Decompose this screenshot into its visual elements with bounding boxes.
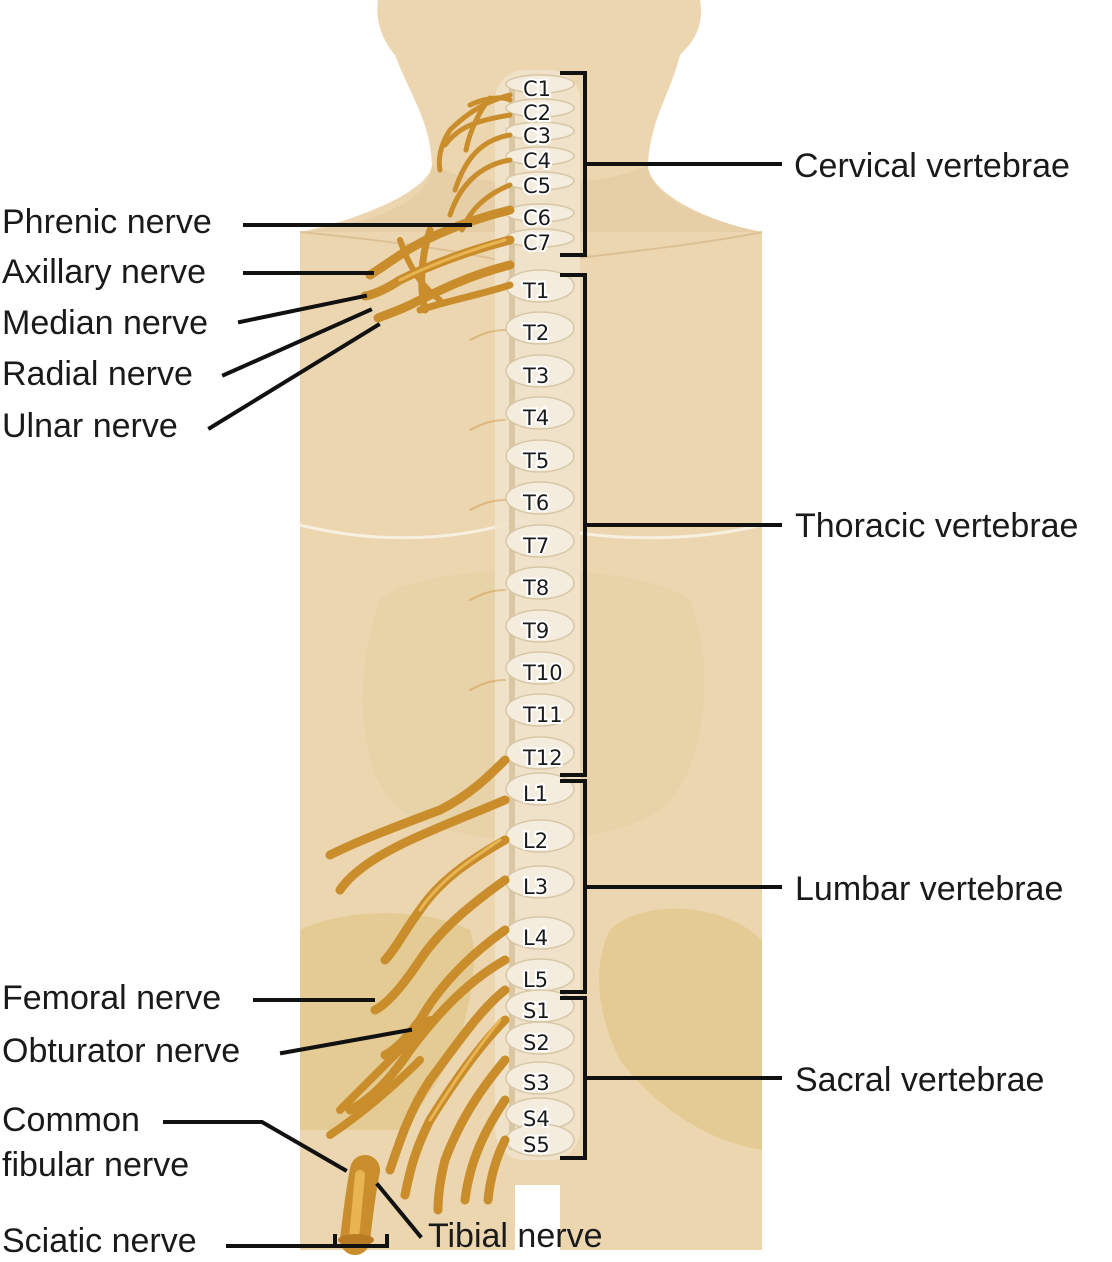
radial-label: Radial nerve (2, 355, 193, 393)
sacral-label: Sacral vertebrae (795, 1061, 1044, 1099)
vertebra-label-t4: T4 (522, 406, 549, 430)
vertebra-c3-shape (505, 121, 575, 141)
intercostal-nerves (469, 329, 506, 691)
vertebra-c5-shape (505, 171, 575, 191)
vertebra-s2-shape (505, 1021, 575, 1055)
sacral-plexus (326, 985, 510, 1215)
vertebra-label-t2: T2 (522, 321, 549, 345)
common-fibular-leader (163, 1120, 348, 1173)
vertebra-t9-shape (505, 609, 575, 643)
vertebra-label-c7: C7 (523, 231, 551, 255)
vertebra-label-s4: S4 (523, 1107, 550, 1131)
vertebra-c2-shape (505, 98, 575, 118)
vertebra-label-s3: S3 (523, 1071, 550, 1095)
vertebra-label-s5: S5 (523, 1133, 550, 1157)
axillary-label: Axillary nerve (2, 253, 206, 291)
cervical-plexus (436, 92, 513, 233)
nerve-network (325, 92, 515, 1255)
vertebra-t12-shape (505, 736, 575, 770)
femoral-label: Femoral nerve (2, 979, 221, 1017)
median-label: Median nerve (2, 304, 208, 342)
vertebra-label-c6: C6 (523, 206, 551, 230)
vertebra-discs (505, 74, 575, 1157)
vertebra-c1-shape (505, 74, 575, 94)
vertebra-label-l1: L1 (523, 782, 548, 806)
vertebra-label-l4: L4 (523, 926, 548, 950)
region-labels: Cervical vertebrae Thoracic vertebrae Lu… (794, 147, 1078, 1099)
vertebra-label-c5: C5 (523, 174, 551, 198)
sciatic-trunk (338, 1155, 380, 1255)
cervical-label: Cervical vertebrae (794, 147, 1070, 185)
vertebra-labels: C1C2C3C4C5C6C7T1T2T3T4T5T6T7T8T9T10T11T1… (520, 75, 565, 1159)
vertebra-label-l2: L2 (523, 829, 548, 853)
vertebra-t8-shape (505, 566, 575, 600)
vertebra-label-t10: T10 (522, 661, 563, 685)
vertebra-label-t9: T9 (522, 619, 549, 643)
nerve-labels: Phrenic nerve Axillary nerve Median nerv… (2, 203, 602, 1260)
vertebra-label-c2: C2 (523, 101, 551, 125)
spinal-column (495, 70, 580, 1160)
vertebra-t10-shape (505, 651, 575, 685)
obturator-label: Obturator nerve (2, 1032, 240, 1070)
vertebra-label-l5: L5 (523, 968, 548, 992)
vertebra-label-t11: T11 (522, 703, 563, 727)
vertebra-label-c4: C4 (523, 149, 551, 173)
vertebra-label-c3: C3 (523, 124, 551, 148)
brachial-plexus (360, 205, 515, 323)
median-leader (237, 293, 368, 325)
vertebra-label-s1: S1 (523, 999, 550, 1023)
vertebra-s3-shape (505, 1061, 575, 1095)
vertebra-label-s2: S2 (523, 1031, 550, 1055)
thoracic-label: Thoracic vertebrae (795, 507, 1078, 545)
vertebra-t3-shape (505, 354, 575, 388)
sciatic-cut-end (338, 1234, 374, 1246)
vertebra-label-t6: T6 (522, 491, 549, 515)
obturator-leader (279, 1027, 413, 1056)
vertebra-label-t1: T1 (522, 279, 549, 303)
tibial-label: Tibial nerve (428, 1217, 602, 1255)
vertebra-c4-shape (505, 146, 575, 166)
vertebra-l1-shape (505, 772, 575, 806)
vertebra-t7-shape (505, 524, 575, 558)
lumbar-label: Lumbar vertebrae (795, 870, 1063, 908)
vertebra-label-t8: T8 (522, 576, 549, 600)
lumbar-plexus (325, 755, 510, 1115)
phrenic-label: Phrenic nerve (2, 203, 212, 241)
vertebra-t11-shape (505, 693, 575, 727)
radial-leader (221, 307, 373, 378)
vertebra-label-c1: C1 (523, 77, 551, 101)
sciatic-bracket (226, 1234, 389, 1248)
vertebra-label-t3: T3 (522, 364, 549, 388)
vertebra-t6-shape (505, 481, 575, 515)
vertebra-t5-shape (505, 439, 575, 473)
vertebra-t2-shape (505, 311, 575, 345)
nerve-leader-lines (163, 223, 472, 1248)
tibial-leader (375, 1182, 423, 1239)
vertebra-label-t12: T12 (522, 746, 563, 770)
vertebra-t4-shape (505, 396, 575, 430)
ulnar-label: Ulnar nerve (2, 407, 178, 445)
region-brackets (560, 71, 782, 1160)
sciatic-label: Sciatic nerve (2, 1222, 197, 1260)
common-fibular-label-line2: fibular nerve (2, 1146, 189, 1184)
vertebra-label-l3: L3 (523, 875, 548, 899)
vertebra-label-t7: T7 (522, 534, 549, 558)
common-fibular-label-line1: Common (2, 1101, 140, 1139)
vertebra-label-t5: T5 (522, 449, 549, 473)
ulnar-leader (207, 322, 381, 431)
